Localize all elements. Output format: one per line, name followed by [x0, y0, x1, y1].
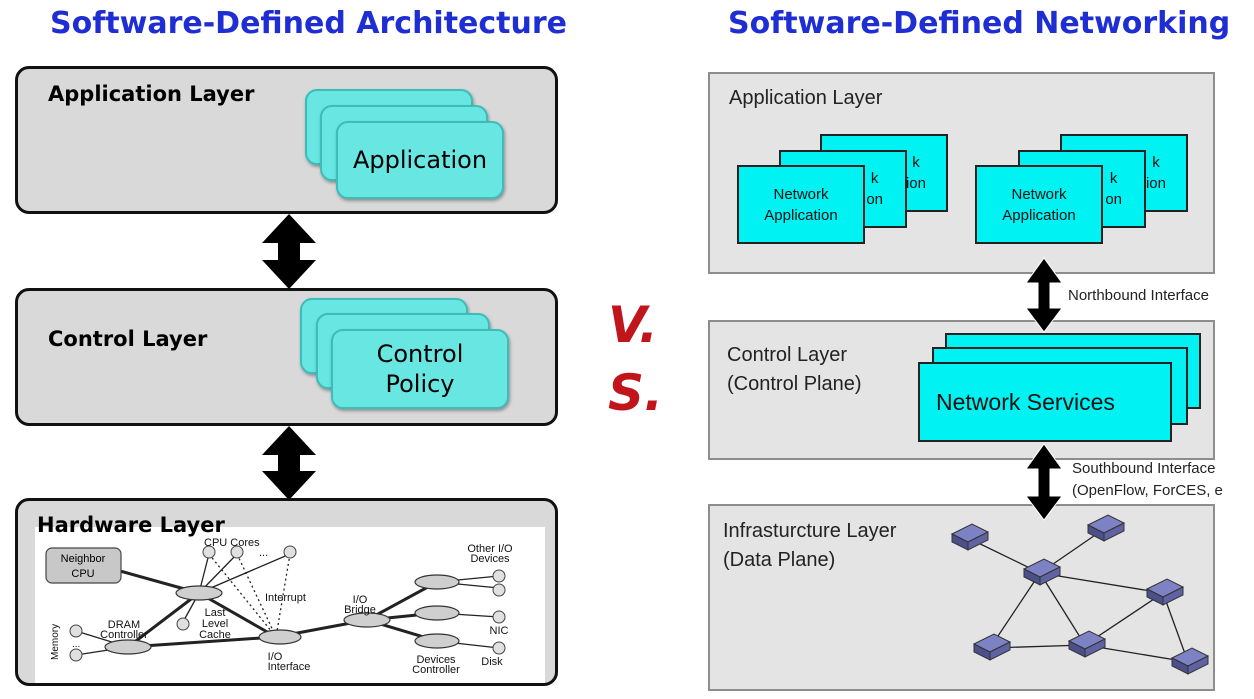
net-link: [989, 572, 1041, 649]
sda-arrow-app-control: [262, 214, 316, 289]
link-llc-io: [198, 591, 277, 639]
vs-line1: V.: [608, 296, 658, 354]
network-app2-middle-line1: k: [1109, 170, 1118, 187]
switch-icon: [1022, 558, 1062, 586]
llc-line1: Last: [205, 607, 226, 619]
hardware-diagram: Neighbor CPU CPU Cores ... Last Level Ca…: [45, 537, 513, 676]
application-card-front: [336, 121, 504, 199]
sda-hardware-layer-label: Hardware Layer: [37, 513, 225, 537]
other-io-line1: Other I/O: [467, 543, 513, 555]
network-app2-back-line1: k: [1152, 154, 1160, 171]
io-bridge-line2: Bridge: [344, 604, 376, 616]
cpu-core-icon: [283, 545, 297, 559]
devices-ctrl-line2: Controller: [412, 664, 460, 676]
sda-arrows: [262, 214, 316, 500]
network-services-label: Network Services: [936, 388, 1115, 415]
control-policy-line1: Control: [376, 340, 464, 368]
network-app2-back-line2: ion: [1145, 175, 1166, 192]
dram-line1: DRAM: [108, 619, 140, 631]
cpu-core-icon: [230, 545, 244, 559]
control-policy-card-front: [331, 329, 509, 409]
io-interface-router-icon: [258, 629, 302, 645]
link-llc-dram: [127, 591, 200, 649]
network-app-line2: Application: [764, 206, 838, 224]
net-link: [1039, 572, 1086, 646]
memory-icon: [69, 624, 83, 638]
sda-control-layer-label: Control Layer: [48, 327, 208, 351]
vs-line2: S.: [608, 364, 664, 422]
cpu-core-icon: [202, 545, 216, 559]
network-app-line1: Network: [773, 185, 829, 203]
io-bridge-router-icon: [343, 612, 391, 628]
sdn-control-layer-label: Control Layer (Control Plane): [727, 344, 862, 395]
switch-icon: [1170, 647, 1210, 675]
switch-icon: [950, 523, 990, 551]
control-policy-card-label: Control Policy: [331, 329, 509, 409]
devices-ctrl-line1: Devices: [416, 654, 456, 666]
memory-label: Memory: [50, 624, 61, 660]
northbound-arrow: [1025, 257, 1063, 333]
network-app-front: Network Application: [737, 165, 865, 244]
sda-control-layer: Control Layer Control Policy: [15, 288, 558, 426]
memory-icon: [69, 648, 83, 662]
network-app-back-line1: k: [912, 154, 920, 171]
northbound-interface-label: Northbound Interface: [1068, 287, 1209, 304]
neighbor-cpu-box: [45, 547, 122, 584]
network-app2-line2: Application: [1002, 206, 1076, 224]
other-io-line2: Devices: [470, 553, 510, 565]
sda-application-layer-label: Application Layer: [48, 82, 255, 106]
network-app2-middle-line2: on: [1105, 191, 1122, 208]
sda-arrow-control-hardware: [262, 426, 316, 500]
nic-icon: [492, 610, 506, 624]
network-app2-line1: Network: [1011, 185, 1067, 203]
llc-line2: Level: [202, 618, 228, 630]
devices-router-icon: [414, 633, 460, 649]
southbound-arrow: [1025, 443, 1063, 521]
link-dram-io: [127, 635, 277, 649]
net-link: [1162, 592, 1189, 663]
memory-ellipsis: ...: [72, 639, 80, 650]
network-app-middle-line1: k: [870, 170, 879, 187]
left-title: Software-Defined Architecture: [50, 6, 568, 41]
nic-router-icon: [414, 605, 460, 621]
switch-icon: [1067, 630, 1107, 658]
other-io-icon: [492, 569, 506, 583]
southbound-interface-label: Southbound Interface (OpenFlow, ForCES, …: [1072, 460, 1223, 499]
network-services-front: Network Services: [918, 362, 1172, 442]
other-io-icon: [492, 583, 506, 597]
sdn-infrastructure-layer-label: Infrasturcture Layer (Data Plane): [723, 520, 897, 571]
cpu-cores-label: CPU Cores: [204, 537, 260, 549]
dram-router-icon: [104, 639, 152, 655]
io-interface-line2: Interface: [268, 661, 311, 673]
right-title: Software-Defined Networking: [728, 6, 1231, 41]
network-switches: [950, 514, 1210, 675]
llc-line3: Cache: [199, 629, 231, 641]
other-io-router-icon: [414, 574, 460, 590]
network-app-back-line2: ion: [905, 175, 926, 192]
control-policy-line2: Policy: [385, 370, 455, 398]
cache-icon: [176, 617, 190, 631]
cpu-cores-ellipsis: ...: [259, 547, 268, 559]
neighbor-cpu-line2: CPU: [71, 568, 94, 580]
disk-icon: [492, 641, 506, 655]
io-interface-line1: I/O: [268, 651, 283, 663]
nic-label: NIC: [490, 625, 509, 637]
network-app-middle-line2: on: [866, 191, 883, 208]
dram-line2: Controller: [100, 629, 148, 641]
io-bridge-line1: I/O: [353, 594, 368, 606]
neighbor-cpu-line1: Neighbor: [61, 553, 106, 565]
sda-application-layer: Application Layer Application: [15, 66, 558, 214]
interrupt-label: Interrupt: [265, 592, 306, 604]
net-link: [1039, 572, 1164, 594]
sdn-application-layer-label: Application Layer: [729, 87, 883, 109]
switch-icon: [1145, 578, 1185, 606]
disk-label: Disk: [481, 656, 503, 668]
application-card-label: Application: [352, 146, 488, 174]
llc-router-icon: [175, 585, 223, 601]
switch-icon: [1086, 514, 1126, 542]
switch-icon: [972, 633, 1012, 661]
network-app2-front: Network Application: [975, 165, 1103, 244]
